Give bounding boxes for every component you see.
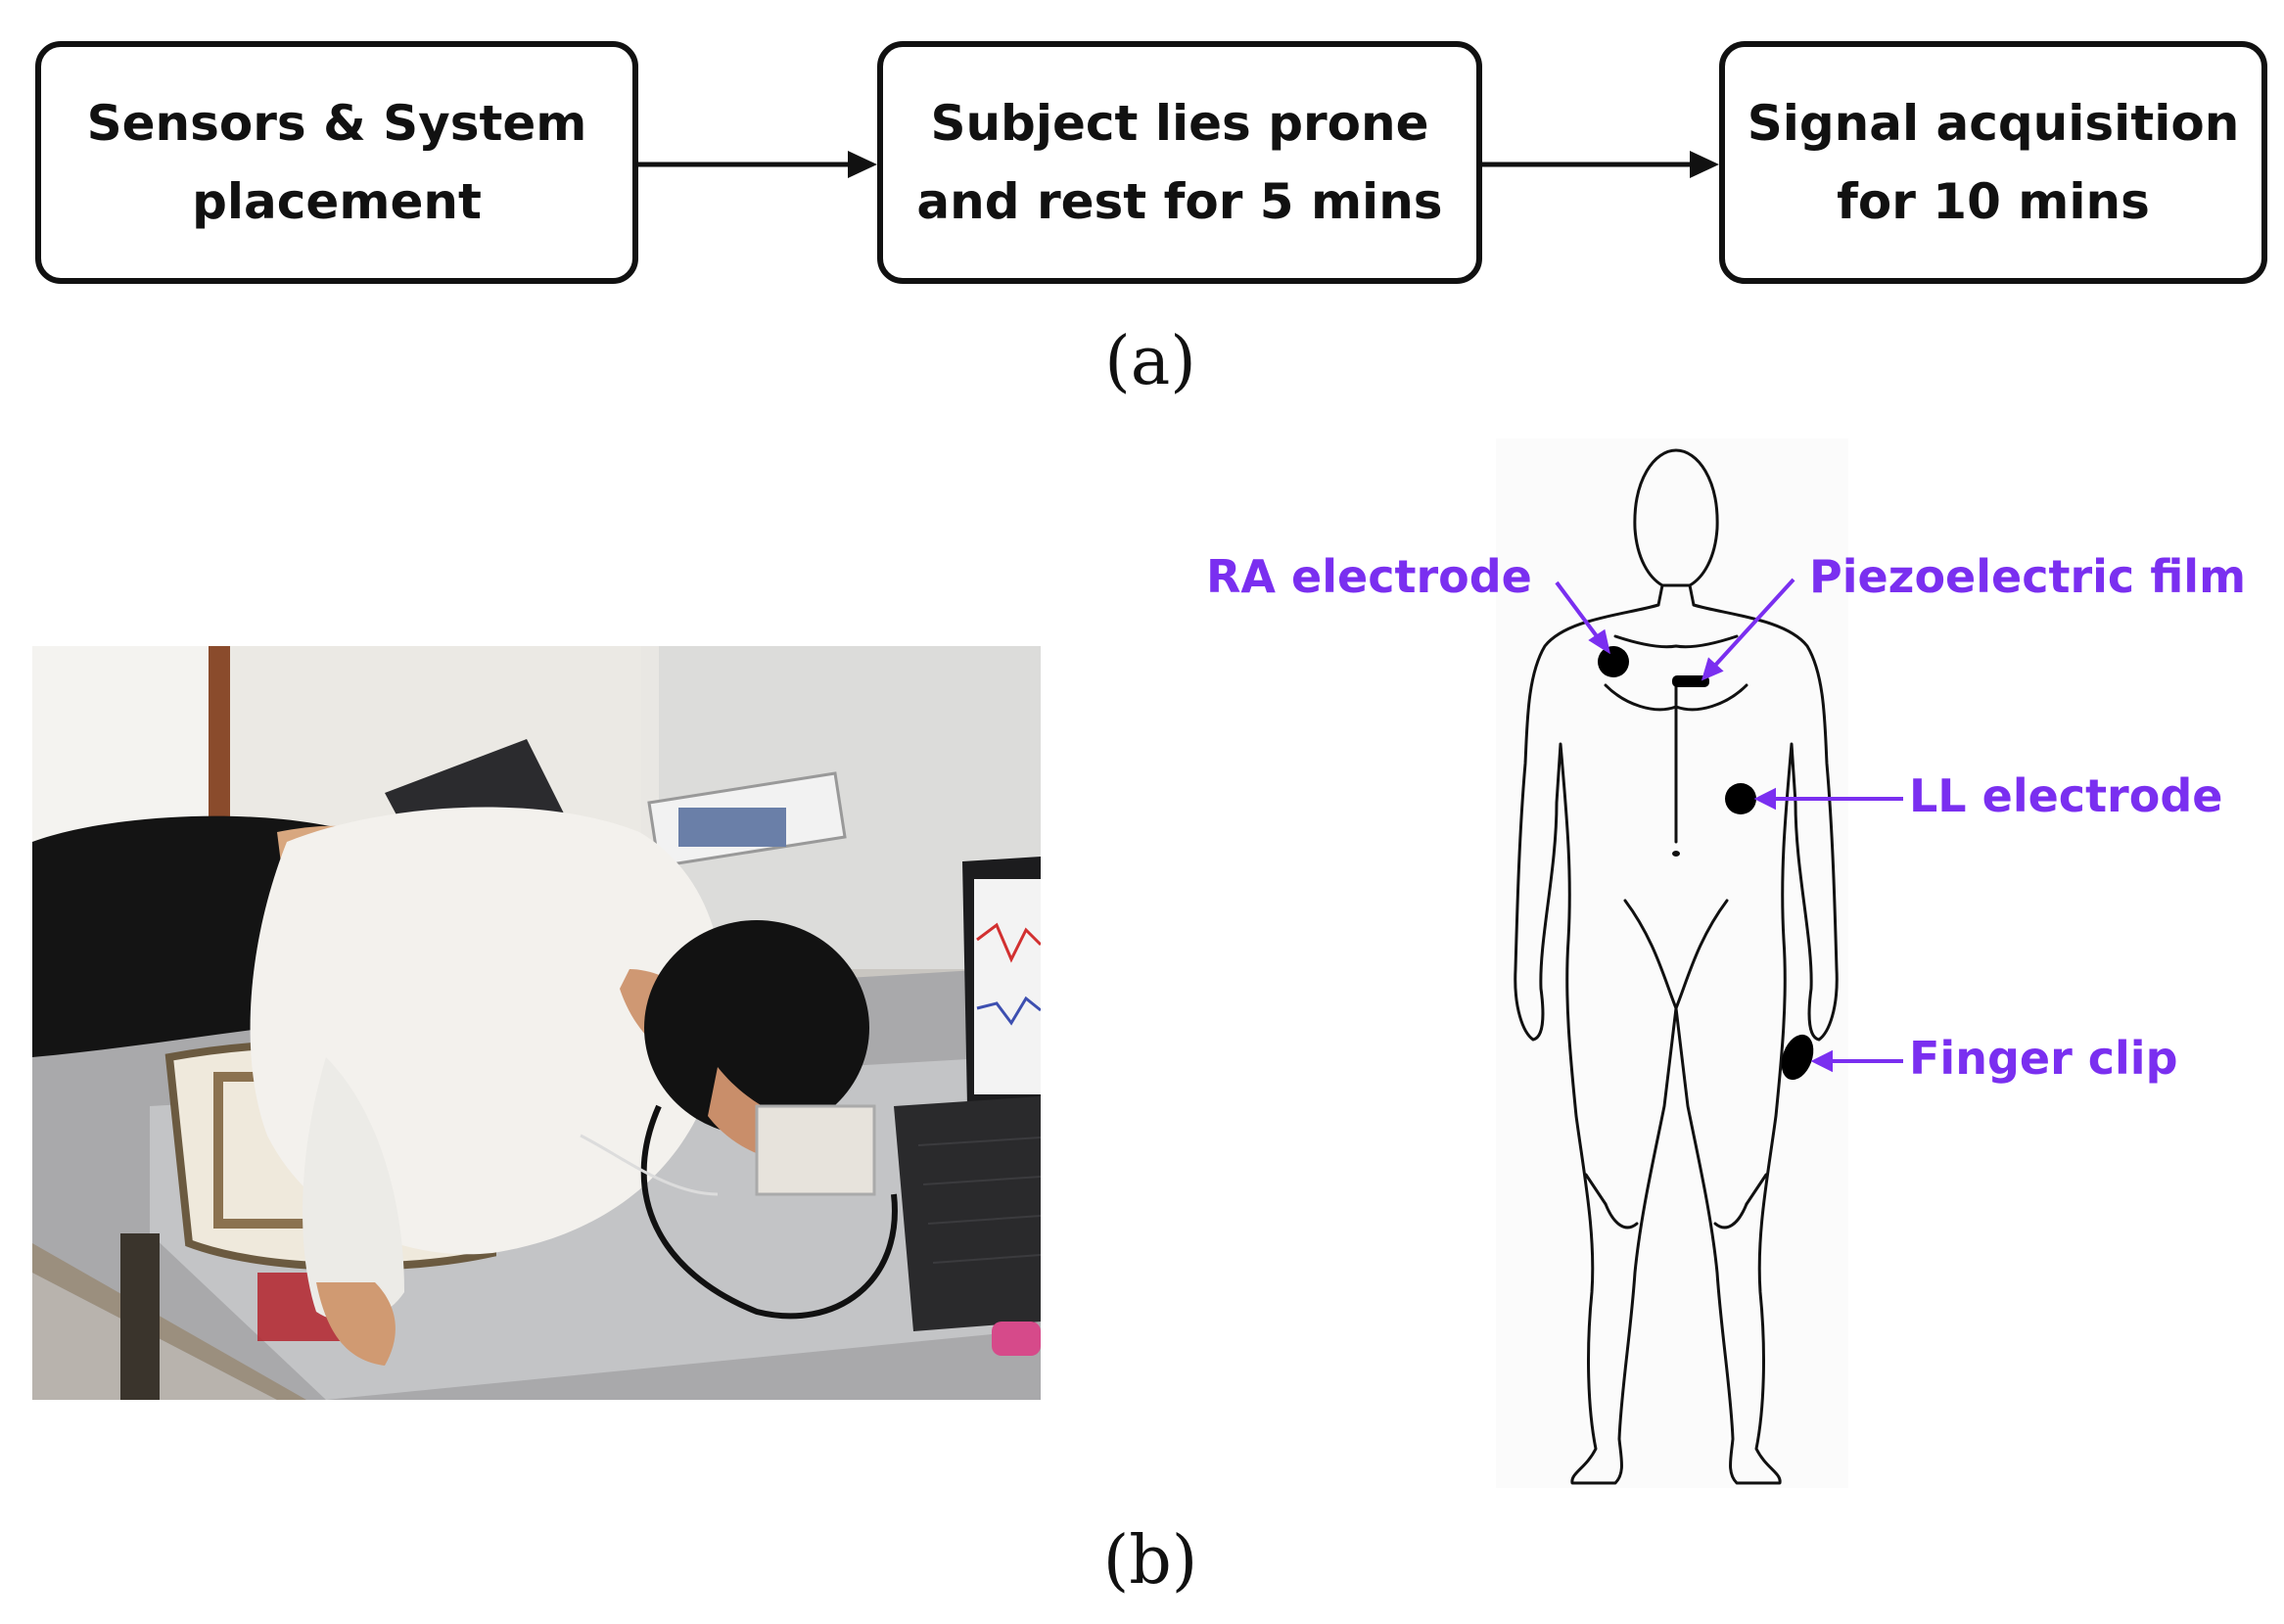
ra-electrode-marker: [1598, 646, 1629, 677]
label-ll-electrode: LL electrode: [1909, 769, 2223, 822]
piezo-film-marker: [1672, 675, 1709, 687]
step-subject-rest: Subject lies prone and rest for 5 mins: [877, 41, 1482, 284]
step-3-line-1: Signal acquisition: [1747, 95, 2240, 152]
body-diagram-background: [1496, 439, 1848, 1488]
step-2-line-1: Subject lies prone: [930, 95, 1429, 152]
body-head: [1633, 448, 1719, 587]
label-finger-clip: Finger clip: [1909, 1032, 2178, 1085]
label-piezoelectric-film: Piezoelectric film: [1809, 550, 2247, 603]
arrow-step1-to-step2: [638, 151, 877, 178]
step-sensors-placement: Sensors & System placement: [35, 41, 638, 284]
subject-photo: [32, 646, 1041, 1400]
finger-clip-marker: [1781, 1034, 1814, 1081]
step-3-line-2: for 10 mins: [1837, 173, 2150, 230]
arrow-step2-to-step3: [1482, 151, 1719, 178]
panel-b-label: (b): [1102, 1522, 1198, 1600]
ll-electrode-marker: [1725, 783, 1756, 814]
panel-a-label: (a): [1104, 323, 1196, 400]
step-1-line-1: Sensors & System: [86, 95, 587, 152]
step-signal-acquisition: Signal acquisition for 10 mins: [1719, 41, 2267, 284]
step-2-line-2: and rest for 5 mins: [916, 173, 1443, 230]
step-1-line-2: placement: [192, 173, 482, 230]
label-ra-electrode: RA electrode: [1206, 550, 1532, 603]
